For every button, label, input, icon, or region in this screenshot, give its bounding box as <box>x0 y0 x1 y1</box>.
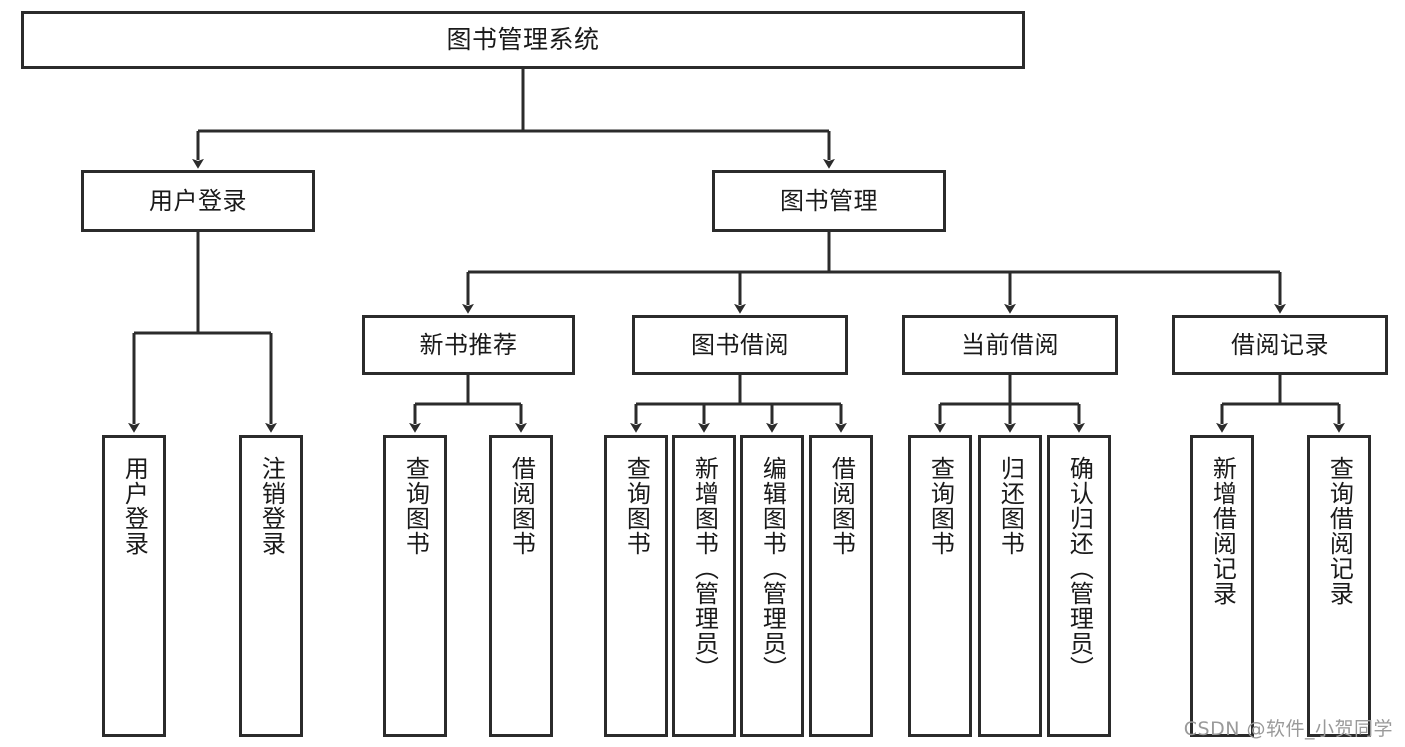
node-leaf-query-book-1-label: 查询图书 <box>401 456 430 556</box>
node-leaf-query-record-label: 查询借阅记录 <box>1325 456 1354 606</box>
node-leaf-add-book[interactable]: 新增图书（管理员） <box>672 435 736 737</box>
node-leaf-query-record[interactable]: 查询借阅记录 <box>1307 435 1371 737</box>
node-book-manage-label: 图书管理 <box>780 186 878 215</box>
node-borrow-record-label: 借阅记录 <box>1231 330 1329 359</box>
watermark: CSDN @软件_小贺同学 <box>1183 718 1393 740</box>
node-borrow-record[interactable]: 借阅记录 <box>1172 315 1388 375</box>
node-leaf-user-login-label: 用户登录 <box>120 456 149 556</box>
node-leaf-borrow-book-1[interactable]: 借阅图书 <box>489 435 553 737</box>
node-book-manage[interactable]: 图书管理 <box>712 170 946 232</box>
node-leaf-user-login[interactable]: 用户登录 <box>102 435 166 737</box>
node-user-login-label: 用户登录 <box>149 186 247 215</box>
node-leaf-query-book-2[interactable]: 查询图书 <box>604 435 668 737</box>
node-leaf-query-book-3-label: 查询图书 <box>926 456 955 556</box>
node-leaf-add-record[interactable]: 新增借阅记录 <box>1190 435 1254 737</box>
node-leaf-add-book-label: 新增图书（管理员） <box>690 456 719 681</box>
node-root-label: 图书管理系统 <box>446 25 600 55</box>
node-new-book-recommend-label: 新书推荐 <box>419 330 518 359</box>
node-leaf-borrow-book-2-label: 借阅图书 <box>827 456 856 556</box>
node-leaf-query-book-1[interactable]: 查询图书 <box>383 435 447 737</box>
node-leaf-query-book-2-label: 查询图书 <box>622 456 651 556</box>
node-leaf-borrow-book-1-label: 借阅图书 <box>507 456 536 556</box>
node-leaf-add-record-label: 新增借阅记录 <box>1208 456 1237 606</box>
node-leaf-confirm-return-label: 确认归还（管理员） <box>1065 456 1094 681</box>
node-current-borrow-label: 当前借阅 <box>961 330 1059 359</box>
node-leaf-query-book-3[interactable]: 查询图书 <box>908 435 972 737</box>
node-current-borrow[interactable]: 当前借阅 <box>902 315 1118 375</box>
node-book-borrow[interactable]: 图书借阅 <box>632 315 848 375</box>
node-leaf-edit-book-label: 编辑图书（管理员） <box>758 456 787 681</box>
node-leaf-return-book-label: 归还图书 <box>996 456 1025 556</box>
node-new-book-recommend[interactable]: 新书推荐 <box>362 315 575 375</box>
node-leaf-return-book[interactable]: 归还图书 <box>978 435 1042 737</box>
node-root[interactable]: 图书管理系统 <box>21 11 1025 69</box>
node-book-borrow-label: 图书借阅 <box>691 330 789 359</box>
node-user-login[interactable]: 用户登录 <box>81 170 315 232</box>
node-leaf-borrow-book-2[interactable]: 借阅图书 <box>809 435 873 737</box>
node-leaf-edit-book[interactable]: 编辑图书（管理员） <box>740 435 804 737</box>
node-leaf-user-logout-label: 注销登录 <box>257 456 286 556</box>
node-leaf-confirm-return[interactable]: 确认归还（管理员） <box>1047 435 1111 737</box>
node-leaf-user-logout[interactable]: 注销登录 <box>239 435 303 737</box>
